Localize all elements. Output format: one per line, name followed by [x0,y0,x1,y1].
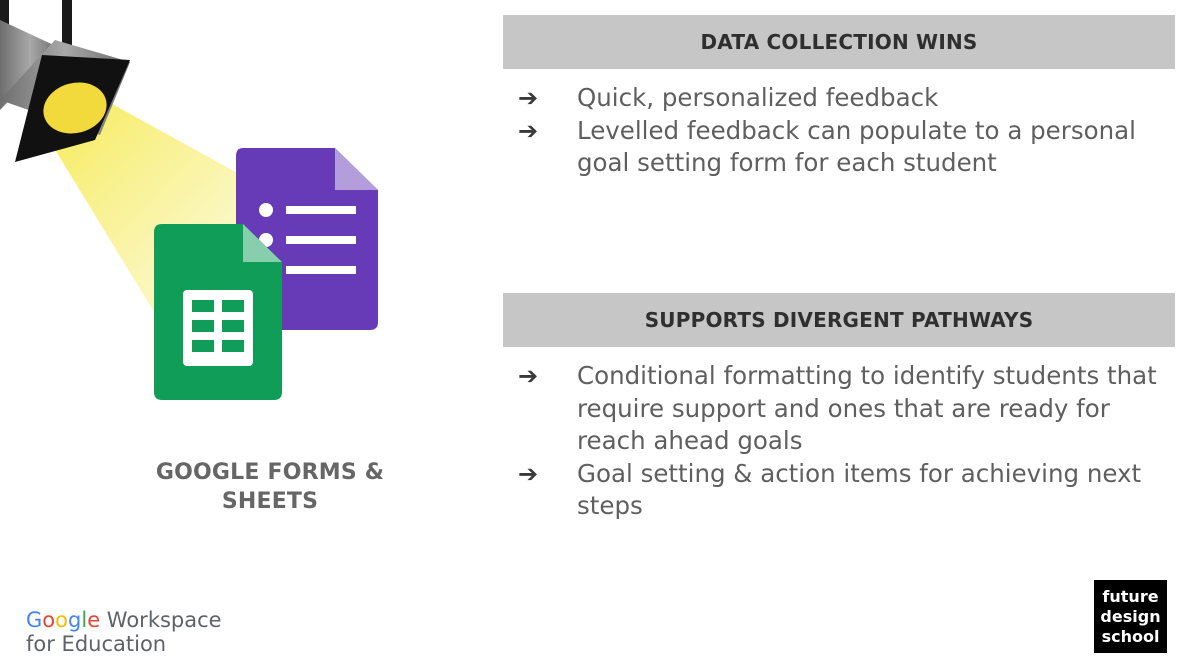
bullet-list-divergent-pathways: ➔ Conditional formatting to identify stu… [518,360,1178,523]
list-item: ➔ Goal setting & action items for achiev… [518,458,1178,523]
bullet-text: Levelled feedback can populate to a pers… [577,115,1136,145]
arrow-right-icon: ➔ [518,84,539,112]
google-wordmark: Google [26,608,101,632]
section-header-data-collection: DATA COLLECTION WINS [503,15,1175,69]
future-design-school-logo: future design school [1094,580,1167,653]
arrow-right-icon: ➔ [518,459,539,488]
caption-line: SHEETS [221,489,319,514]
logo-line: design [1100,606,1161,626]
workspace-wordmark: Workspace [106,608,222,632]
google-workspace-logo: Google Workspace for Education [26,608,222,656]
bullet-text: require support and ones that are ready … [577,393,1110,423]
tool-caption: GOOGLE FORMS & SHEETS [140,458,400,516]
list-item: ➔ Quick, personalized feedback [518,82,1178,115]
list-item: ➔ Levelled feedback can populate to a pe… [518,115,1178,180]
section-header-divergent-pathways: SUPPORTS DIVERGENT PATHWAYS [503,293,1175,347]
bullet-text: Quick, personalized feedback [577,83,939,112]
bullet-text: reach ahead goals [577,426,803,455]
bullet-text: goal setting form for each student [577,148,997,177]
for-education-text: for Education [26,632,167,656]
arrow-right-icon: ➔ [518,116,539,145]
bullet-list-data-collection: ➔ Quick, personalized feedback ➔ Levelle… [518,82,1178,180]
arrow-right-icon: ➔ [518,362,539,390]
bullet-text: steps [577,491,643,520]
bullet-text: Goal setting & action items for achievin… [577,458,1142,488]
app-icons-group [154,148,378,400]
caption-line: GOOGLE FORMS & [155,460,385,485]
google-sheets-icon [154,224,282,400]
logo-line: school [1101,626,1160,646]
bullet-text: Conditional formatting to identify stude… [577,361,1157,390]
list-item: ➔ Conditional formatting to identify stu… [518,360,1178,458]
logo-line: future [1102,586,1159,606]
